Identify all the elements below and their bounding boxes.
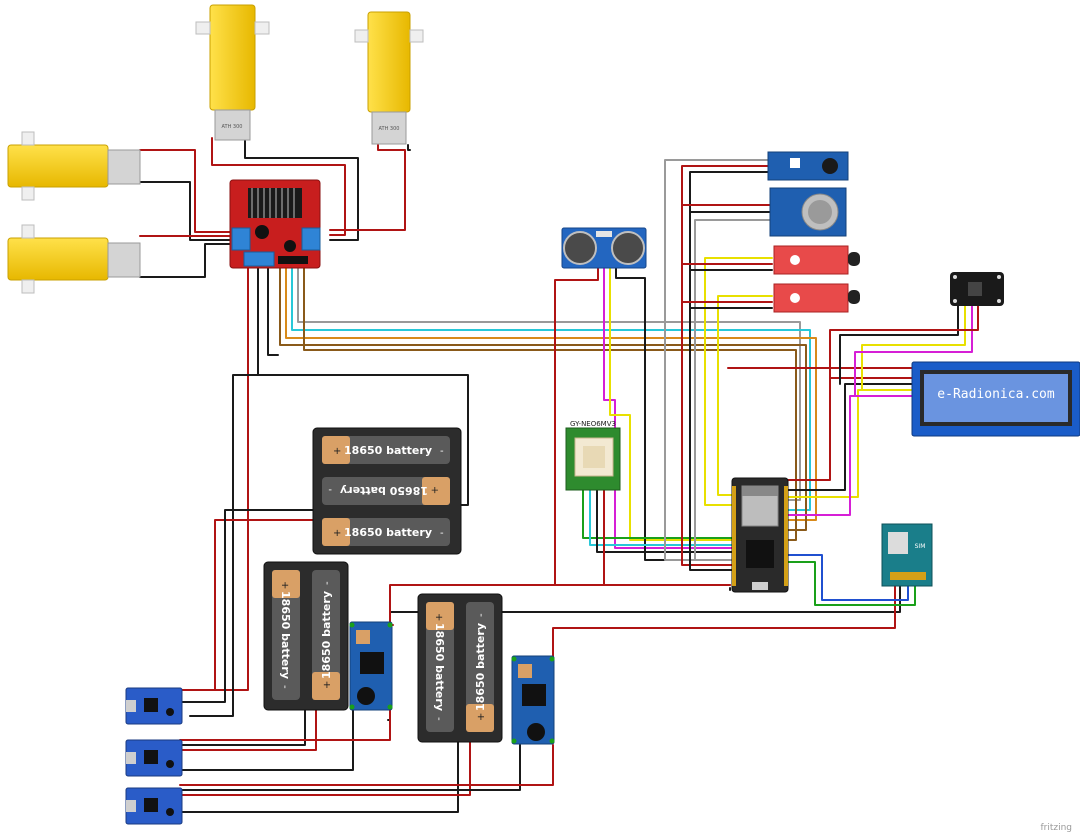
- dc-motor-2: ATH 300: [354, 11, 424, 145]
- battery-minus: -: [476, 613, 487, 617]
- sim-label: SIM: [915, 543, 926, 550]
- fritzing-watermark: fritzing: [1040, 823, 1072, 833]
- battery-plus: +: [333, 446, 341, 457]
- battery-label: 18650 battery: [320, 591, 333, 679]
- flame-sensor-module-2: [773, 283, 860, 313]
- ultrasonic-sensor: [561, 227, 647, 269]
- battery-plus: +: [322, 681, 333, 689]
- dc-motor-4: [7, 224, 141, 294]
- battery-minus: -: [440, 528, 444, 539]
- battery-cell: + 18650 battery -: [272, 570, 300, 700]
- lcd-display: e-Radionica.com: [911, 361, 1080, 437]
- battery-pack-2cell-b: + 18650 battery - + 18650 battery -: [417, 593, 503, 743]
- gps-module: GY-NEO6MV3: [565, 420, 621, 491]
- battery-plus: +: [476, 713, 487, 721]
- battery-cell: + 18650 battery -: [322, 477, 450, 505]
- l298n-motor-driver: [229, 179, 321, 269]
- battery-minus: -: [433, 717, 444, 721]
- charger-board-3: [125, 787, 183, 825]
- gsm-module: SIM: [881, 523, 933, 587]
- battery-label: 18650 battery: [340, 484, 428, 497]
- imu-sensor-board: [950, 272, 1004, 306]
- charger-board-2: [125, 739, 183, 777]
- gps-label: GY-NEO6MV3: [570, 420, 616, 428]
- battery-plus: +: [279, 581, 290, 589]
- battery-minus: -: [440, 446, 444, 457]
- battery-label: 18650 battery: [474, 623, 487, 711]
- battery-label: 18650 battery: [344, 444, 432, 457]
- charger-board-1: [125, 687, 183, 725]
- motor-label: ATH 300: [379, 126, 400, 132]
- battery-label: 18650 battery: [433, 623, 446, 711]
- battery-minus: -: [328, 484, 332, 495]
- battery-label: 18650 battery: [279, 591, 292, 679]
- dc-motor-3: [7, 131, 141, 201]
- sound-sensor-module: [767, 151, 849, 181]
- esp32-board: [731, 477, 789, 593]
- battery-minus: -: [279, 685, 290, 689]
- battery-plus: +: [431, 484, 439, 495]
- battery-label: 18650 battery: [344, 526, 432, 539]
- battery-cell: + 18650 battery -: [466, 602, 494, 732]
- gas-sensor-module: [769, 187, 847, 237]
- buck-converter-1: [349, 621, 393, 711]
- flame-sensor-module-1: [773, 245, 860, 275]
- battery-pack-2cell-a: + 18650 battery - + 18650 battery -: [263, 561, 349, 711]
- buck-converter-2: [511, 655, 555, 745]
- battery-plus: +: [433, 613, 444, 621]
- battery-cell: + 18650 battery -: [426, 602, 454, 732]
- battery-cell: + 18650 battery -: [322, 518, 450, 546]
- battery-cell: + 18650 battery -: [322, 436, 450, 464]
- battery-minus: -: [322, 581, 333, 585]
- battery-cell: + 18650 battery -: [312, 570, 340, 700]
- wires: [139, 137, 979, 813]
- battery-pack-3cell: + 18650 battery - + 18650 battery - + 18…: [312, 427, 462, 555]
- motor-label: ATH 300: [222, 124, 243, 130]
- battery-plus: +: [333, 528, 341, 539]
- lcd-text: e-Radionica.com: [937, 387, 1055, 402]
- dc-motor-1: ATH 300: [195, 4, 270, 141]
